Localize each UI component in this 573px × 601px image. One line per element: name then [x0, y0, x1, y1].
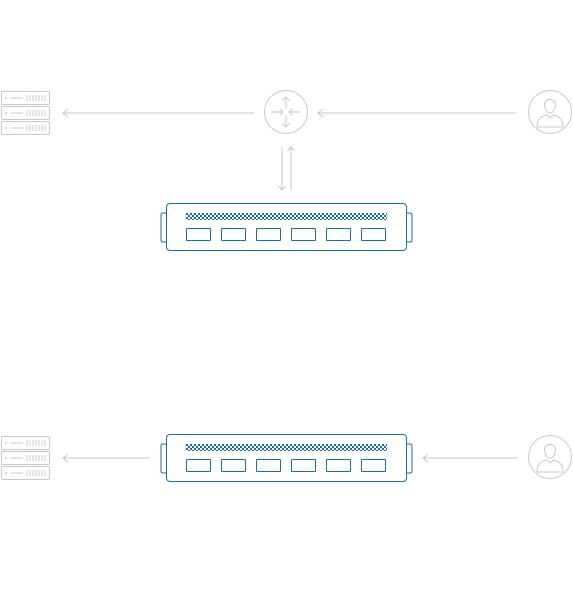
diagram-inline-appliance	[1, 434, 572, 482]
switch-appliance	[160, 203, 413, 251]
user-icon	[528, 90, 572, 134]
arrow-router-to-servers	[62, 108, 254, 118]
router-icon	[264, 90, 308, 134]
arrow-router-switch-bidirectional	[278, 146, 295, 191]
switch-port	[256, 228, 281, 241]
switch-appliance	[160, 434, 413, 482]
switch-vent-pattern	[186, 213, 387, 220]
switch-port	[221, 228, 246, 241]
diagram-with-router	[1, 90, 572, 251]
switch-port	[361, 459, 386, 472]
server-rack-icon	[1, 436, 50, 480]
arrow-user-to-switch	[422, 453, 518, 463]
switch-port	[186, 228, 211, 241]
switch-port	[256, 459, 281, 472]
switch-port	[291, 228, 316, 241]
user-icon	[528, 435, 572, 479]
arrow-user-to-router	[317, 108, 516, 118]
switch-port	[326, 228, 351, 241]
switch-port	[291, 459, 316, 472]
switch-port	[186, 459, 211, 472]
switch-port	[326, 459, 351, 472]
server-rack-icon	[1, 91, 50, 135]
arrow-switch-to-servers	[62, 453, 150, 463]
switch-port	[221, 459, 246, 472]
switch-ports	[186, 228, 386, 241]
switch-port	[361, 228, 386, 241]
switch-ports	[186, 459, 386, 472]
switch-vent-pattern	[186, 444, 387, 451]
